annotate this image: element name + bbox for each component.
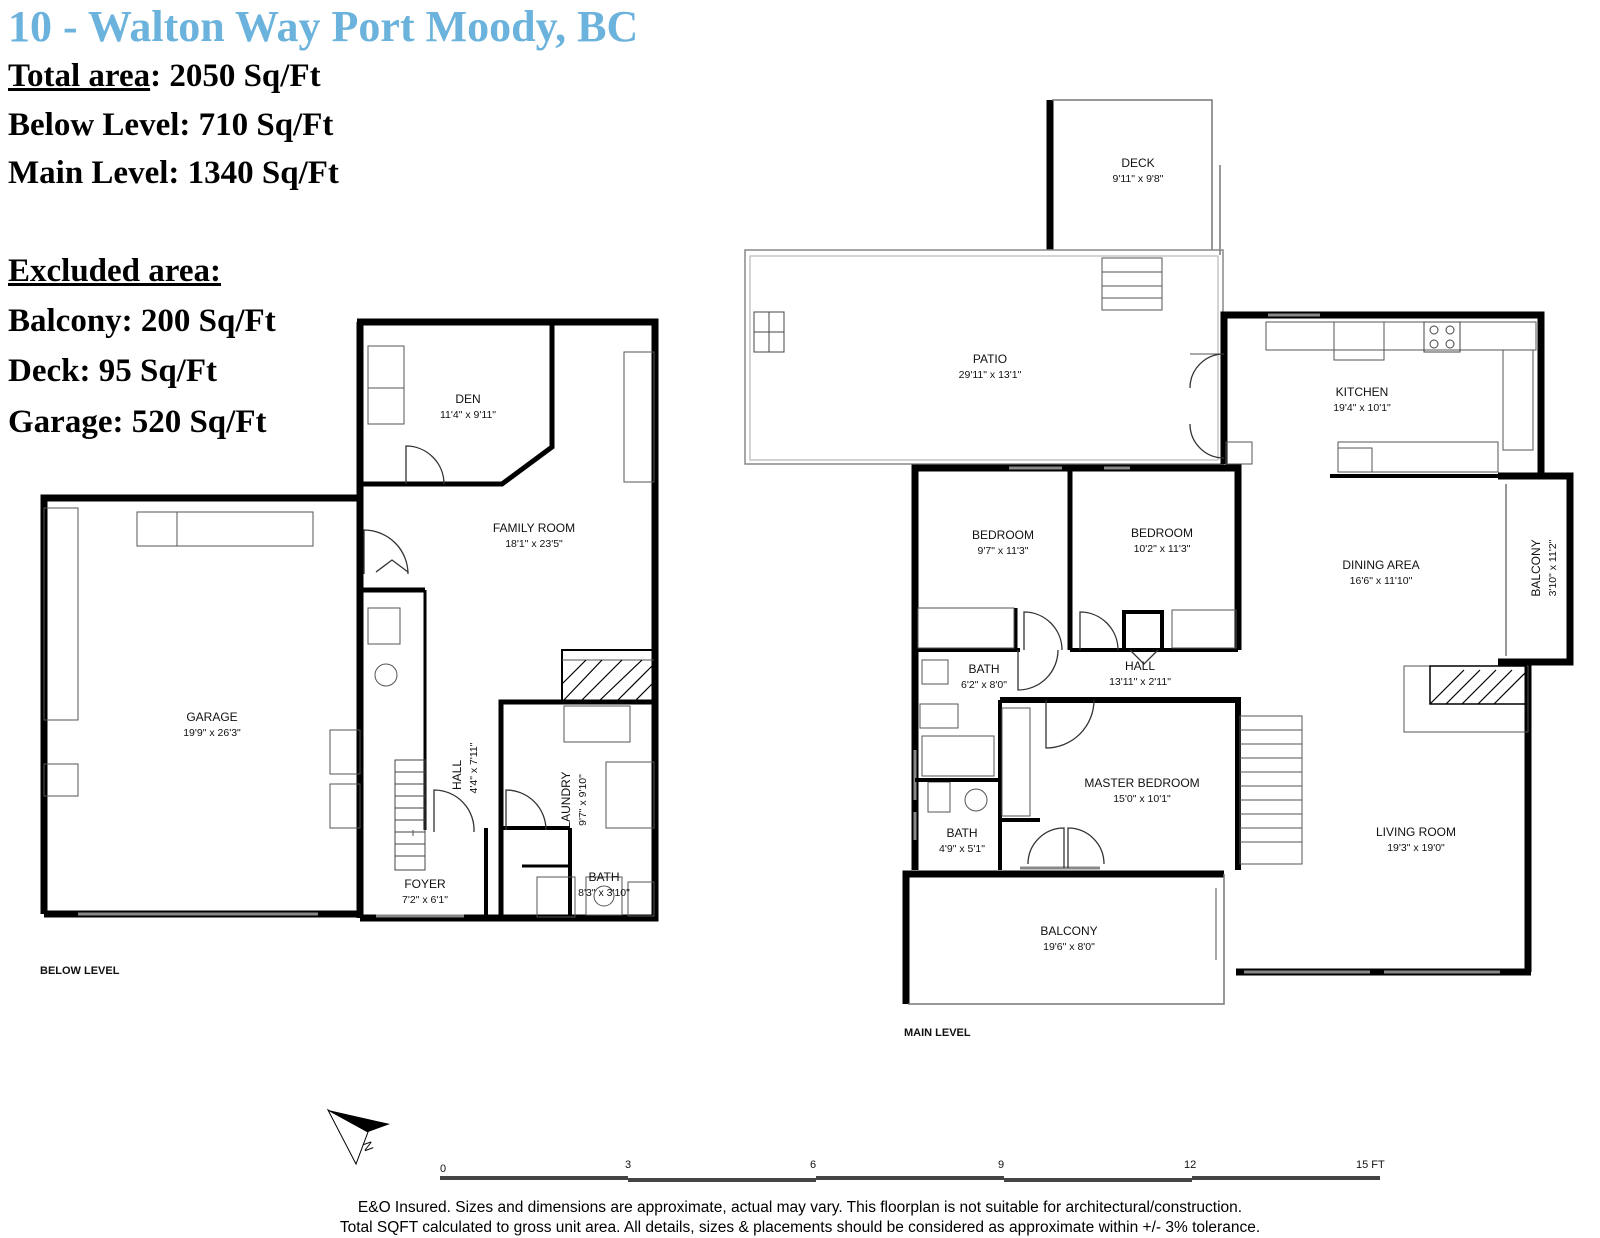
master-bedroom-label: MASTER BEDROOM xyxy=(1084,776,1199,790)
bath-main-2-dim: 4'9" x 5'1" xyxy=(939,843,985,855)
scale-tick-12: 12 xyxy=(1184,1159,1196,1171)
hall-main-dim: 13'11" x 2'11" xyxy=(1109,676,1171,688)
family-room-dim: 18'1" x 23'5" xyxy=(505,538,563,550)
garage-stat: Garage: 520 Sq/Ft xyxy=(8,404,267,440)
dining-area-dim: 16'6" x 11'10" xyxy=(1350,575,1413,587)
bedroom-2-label: BEDROOM xyxy=(1131,526,1193,540)
kitchen-label: KITCHEN xyxy=(1336,385,1389,399)
laundry-label: LAUNDRY xyxy=(559,771,573,828)
main-balcony-label: BALCONY xyxy=(1040,924,1097,938)
scale-tick-3: 3 xyxy=(625,1159,631,1171)
dining-area-label: DINING AREA xyxy=(1342,558,1419,572)
disclaimer-line-2: Total SQFT calculated to gross unit area… xyxy=(339,1219,1261,1236)
patio-label: PATIO xyxy=(973,352,1007,366)
scale-tick-0: 0 xyxy=(440,1163,446,1175)
north-arrow-icon: N xyxy=(326,1108,390,1166)
total-area-label: Total area xyxy=(8,58,151,94)
disclaimer-line-1: E&O Insured. Sizes and dimensions are ap… xyxy=(357,1199,1243,1216)
bath-main-1-dim: 6'2" x 8'0" xyxy=(961,679,1007,691)
scale-tick-6: 6 xyxy=(810,1159,816,1171)
bath-main-1-label: BATH xyxy=(968,662,999,676)
deck-label: DECK xyxy=(1121,156,1154,170)
scale-tick-9: 9 xyxy=(998,1159,1004,1171)
excluded-area-heading: Excluded area: xyxy=(8,253,221,289)
page-title: 10 - Walton Way Port Moody, BC xyxy=(8,2,639,51)
bath-below-label: BATH xyxy=(588,870,619,884)
main-balcony-dim: 19'6" x 8'0" xyxy=(1043,941,1095,953)
deck-stat: Deck: 95 Sq/Ft xyxy=(8,353,217,389)
deck-dim: 9'11" x 9'8" xyxy=(1113,173,1164,185)
disclaimer: E&O Insured. Sizes and dimensions are ap… xyxy=(0,1198,1600,1238)
den-dim: 11'4" x 9'11" xyxy=(440,409,496,421)
side-balcony-dim: 3'10" x 11'2" xyxy=(1547,539,1559,596)
below-level-caption: BELOW LEVEL xyxy=(40,965,120,977)
room-labels: DEN 11'4" x 9'11" FAMILY ROOM 18'1" x 23… xyxy=(183,156,1559,953)
below-level-plan xyxy=(40,318,659,922)
foyer-dim: 7'2" x 6'1" xyxy=(402,894,448,906)
bath-below-dim: 8'3" x 3'10" xyxy=(578,887,630,899)
total-area-stat: Total area: 2050 Sq/Ft xyxy=(8,56,321,96)
side-balcony-label: BALCONY xyxy=(1529,539,1543,596)
hall-main-label: HALL xyxy=(1125,659,1155,673)
hall-below-label: HALL xyxy=(450,760,464,790)
foyer-label: FOYER xyxy=(404,877,446,891)
master-bedroom-dim: 15'0" x 10'1" xyxy=(1113,793,1171,805)
total-area-value: : 2050 Sq/Ft xyxy=(150,58,321,94)
garage-dim: 19'9" x 26'3" xyxy=(183,727,241,739)
garage-label: GARAGE xyxy=(186,710,237,724)
bedroom-1-label: BEDROOM xyxy=(972,528,1034,542)
patio-dim: 29'11" x 13'1" xyxy=(959,369,1022,381)
kitchen-dim: 19'4" x 10'1" xyxy=(1333,402,1391,414)
below-level-stat: Below Level: 710 Sq/Ft xyxy=(8,107,334,143)
main-level-caption: MAIN LEVEL xyxy=(904,1027,971,1039)
living-room-dim: 19'3" x 19'0" xyxy=(1387,842,1445,854)
bedroom-1-dim: 9'7" x 11'3" xyxy=(978,545,1029,557)
main-level-stat: Main Level: 1340 Sq/Ft xyxy=(8,155,339,191)
family-room-label: FAMILY ROOM xyxy=(493,521,575,535)
hall-below-dim: 4'4" x 7'11" xyxy=(468,742,480,793)
den-label: DEN xyxy=(455,392,480,406)
scale-tick-15: 15 FT xyxy=(1356,1159,1385,1171)
bath-main-2-label: BATH xyxy=(946,826,977,840)
main-level-plan xyxy=(744,99,1574,1005)
living-room-label: LIVING ROOM xyxy=(1376,825,1456,839)
balcony-stat: Balcony: 200 Sq/Ft xyxy=(8,303,276,339)
bedroom-2-dim: 10'2" x 11'3" xyxy=(1134,543,1191,555)
scale-bar: 0 3 6 9 12 15 FT xyxy=(440,1159,1385,1182)
laundry-dim: 9'7" x 9'10" xyxy=(577,774,589,826)
